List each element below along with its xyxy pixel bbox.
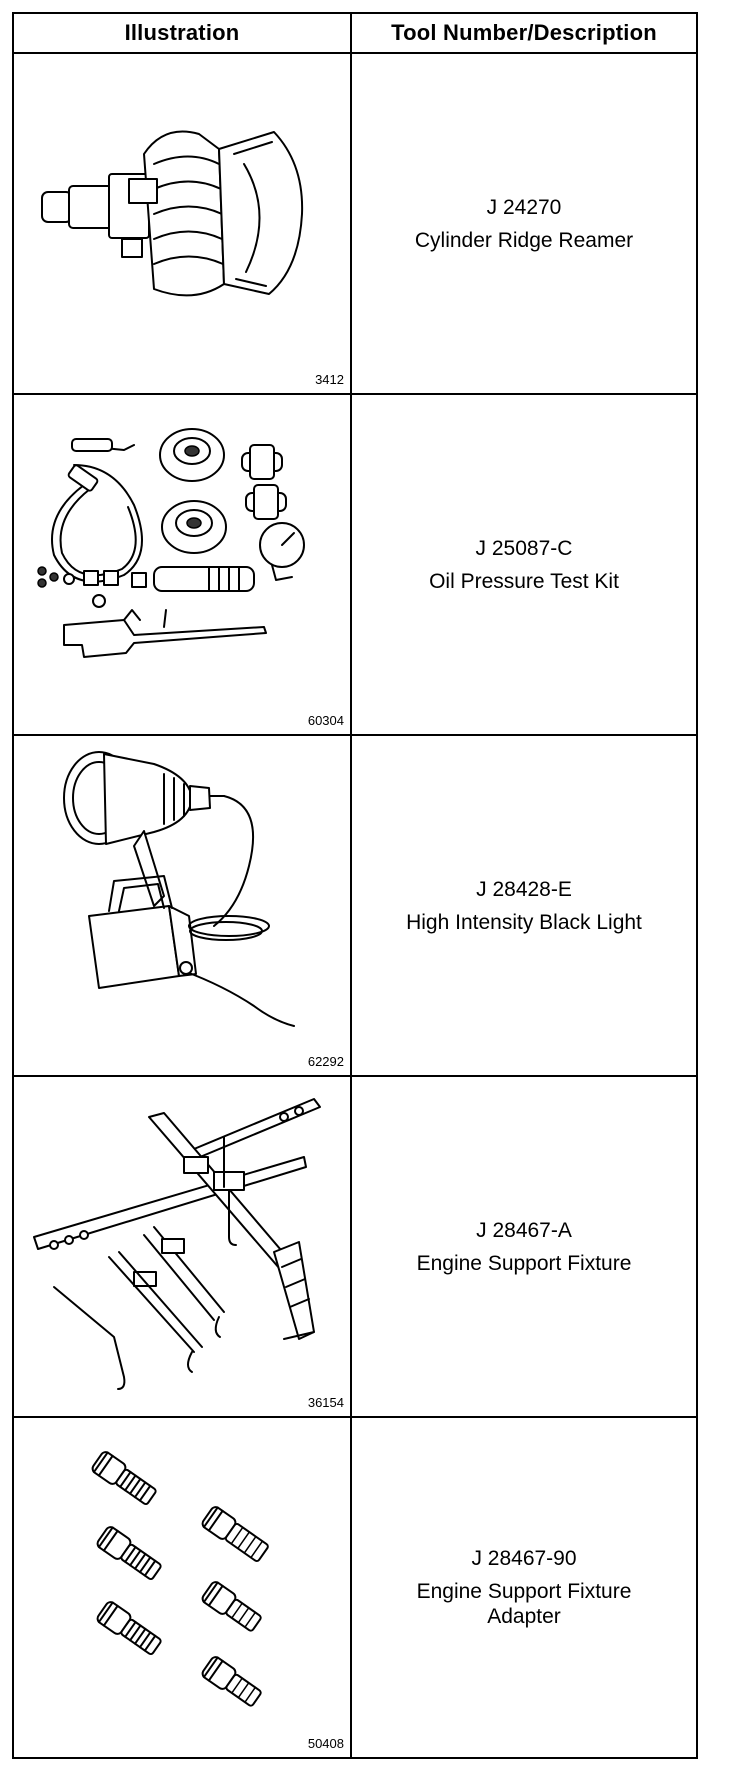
figure-number: 36154 (307, 1395, 344, 1410)
figure-number: 60304 (307, 713, 344, 728)
tool-table-page: Illustration Tool Number/Description (12, 12, 698, 1759)
black-light-drawing (63, 751, 295, 1027)
illustration-cell: 3412 (12, 52, 352, 395)
tool-description: Oil Pressure Test Kit (429, 569, 619, 593)
table-row: 60304 J 25087-C Oil Pressure Test Kit (12, 393, 698, 736)
tool-number: J 28428-E (476, 877, 572, 901)
test-kit-drawing (37, 428, 305, 658)
description-cell: J 28428-E High Intensity Black Light (350, 734, 698, 1077)
figure-number: 50408 (307, 1736, 344, 1751)
ridge-reamer-drawing (41, 130, 304, 297)
illustration-cell: 60304 (12, 393, 352, 736)
tool-number: J 25087-C (475, 536, 573, 560)
support-fixture-drawing (33, 1098, 321, 1390)
description-cell: J 24270 Cylinder Ridge Reamer (350, 52, 698, 395)
tool-number: J 28467-A (476, 1218, 572, 1242)
description-cell: J 28467-90 Engine Support Fixture Adapte… (350, 1416, 698, 1759)
description-cell: J 25087-C Oil Pressure Test Kit (350, 393, 698, 736)
table-row: 62292 J 28428-E High Intensity Black Lig… (12, 734, 698, 1077)
table-row: 50408 J 28467-90 Engine Support Fixture … (12, 1416, 698, 1759)
table-row: 36154 J 28467-A Engine Support Fixture (12, 1075, 698, 1418)
tool-number: J 28467-90 (471, 1547, 577, 1570)
table-row: 3412 J 24270 Cylinder Ridge Reamer (12, 52, 698, 395)
figure-number: 3412 (315, 372, 344, 387)
tool-description: Engine Support Fixture Adapter (416, 1580, 632, 1628)
description-cell: J 28467-A Engine Support Fixture (350, 1075, 698, 1418)
illustration-cell: 50408 (12, 1416, 352, 1759)
special-tools-table: Illustration Tool Number/Description (12, 12, 698, 1759)
fixture-adapter-drawing (91, 1451, 269, 1707)
figure-number: 62292 (307, 1054, 344, 1069)
table-header-row: Illustration Tool Number/Description (12, 12, 698, 54)
header-illustration: Illustration (12, 12, 352, 54)
tool-description: High Intensity Black Light (406, 910, 642, 934)
illustration-cell: 62292 (12, 734, 352, 1077)
tool-description: Cylinder Ridge Reamer (414, 228, 634, 252)
tool-description: Engine Support Fixture (416, 1251, 632, 1275)
illustration-cell: 36154 (12, 1075, 352, 1418)
tool-number: J 24270 (486, 195, 562, 219)
header-tool-number-description: Tool Number/Description (350, 12, 698, 54)
